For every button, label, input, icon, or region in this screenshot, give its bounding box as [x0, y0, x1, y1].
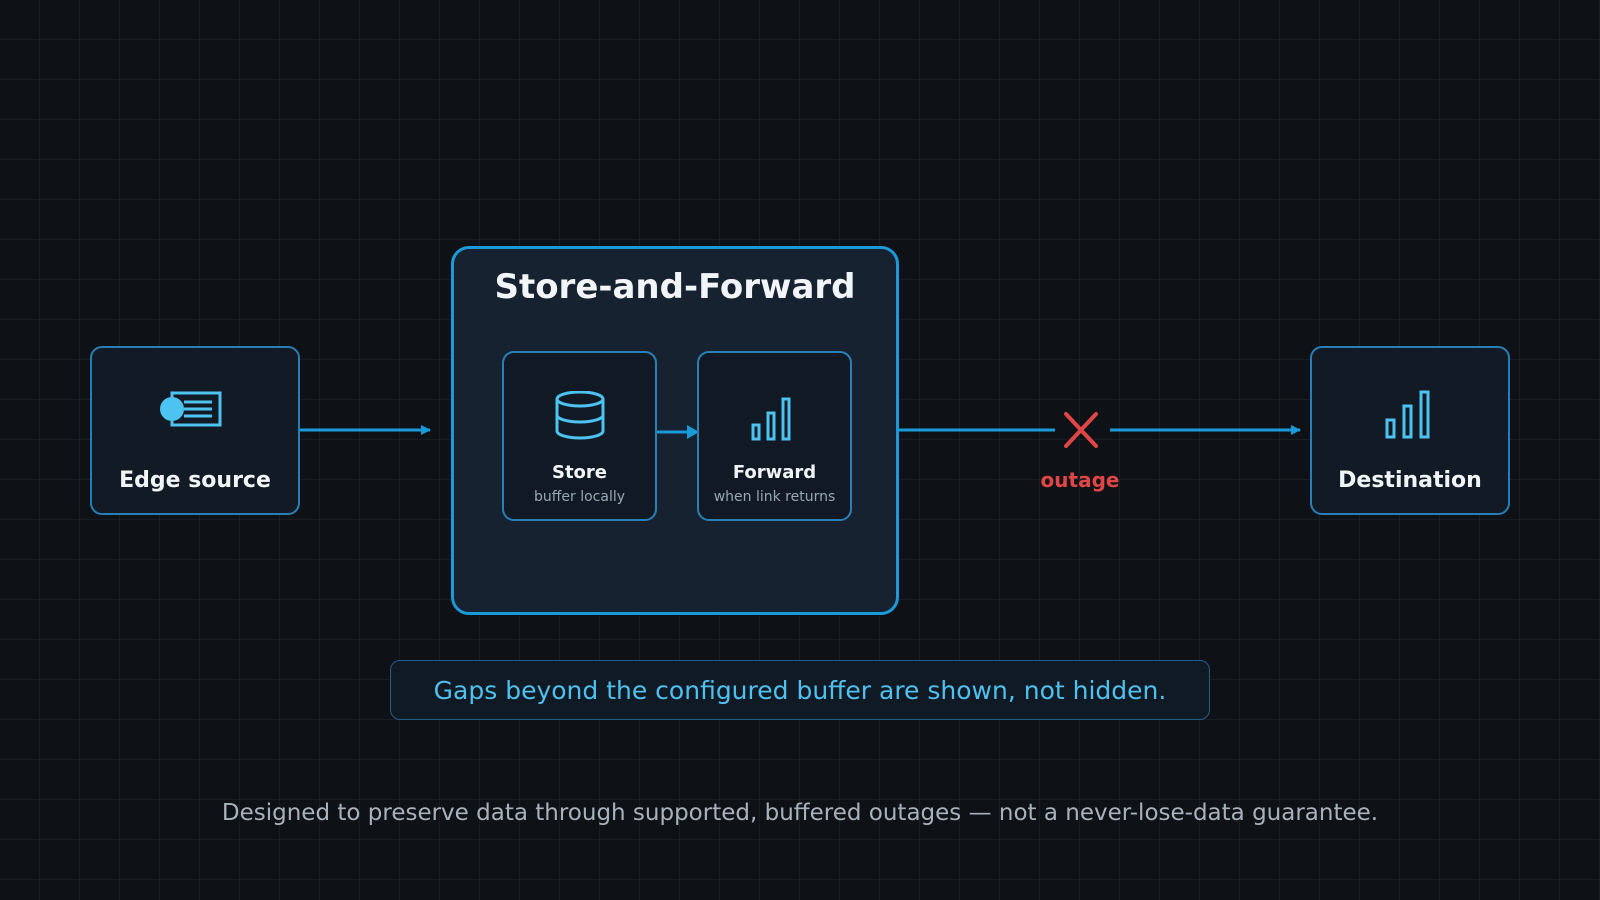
destination-label: Destination: [1338, 468, 1482, 493]
outage-x-icon: [1064, 412, 1098, 448]
store-caption: buffer locally: [533, 489, 626, 505]
store-label: Store: [551, 462, 608, 483]
edge-source-node: Edge source: [90, 346, 300, 515]
store-and-forward-container: Store-and-Forward Store buffer locally F…: [451, 246, 899, 615]
database-icon: [555, 391, 605, 440]
signal-bars-icon: [751, 397, 791, 441]
signal-bars-icon: [1385, 390, 1430, 439]
sensor-icon: [160, 391, 222, 427]
forward-caption: when link returns: [713, 489, 836, 505]
outage-label: outage: [1040, 468, 1120, 492]
forward-node: Forward when link returns: [697, 351, 852, 521]
edge-source-label: Edge source: [119, 468, 271, 493]
store-node: Store buffer locally: [502, 351, 657, 521]
buffer-gap-note: Gaps beyond the configured buffer are sh…: [390, 660, 1210, 720]
arrow-store-to-forward: [657, 425, 699, 439]
store-and-forward-title: Store-and-Forward: [494, 267, 856, 307]
destination-node: Destination: [1310, 346, 1510, 515]
forward-label: Forward: [732, 462, 817, 483]
disclaimer-text: Designed to preserve data through suppor…: [221, 800, 1379, 826]
